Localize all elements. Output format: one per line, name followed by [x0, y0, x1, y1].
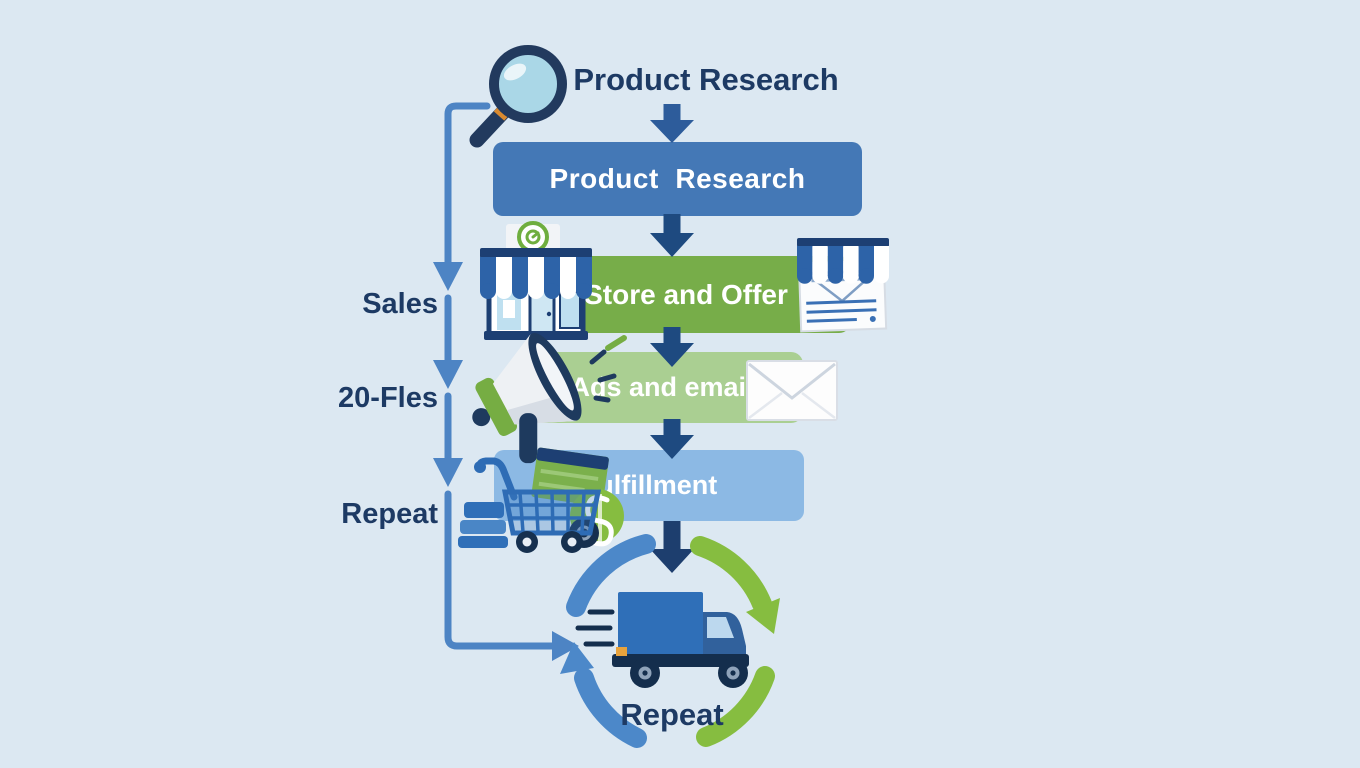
side-label-repeat: Repeat — [341, 498, 438, 530]
side-label-20-fles: 20-Fles — [338, 382, 438, 414]
delivery-truck-icon — [575, 592, 749, 688]
page-title: Product Research — [573, 62, 839, 97]
arrow-down-icon — [650, 104, 694, 143]
arrow-down-icon — [650, 521, 694, 573]
step-fulfillment[interactable]: Fulfillment — [494, 450, 804, 521]
arrow-down-icon — [650, 214, 694, 257]
step-ads-and-email[interactable]: Ads and email — [521, 352, 803, 423]
side-label-sales: Sales — [362, 288, 438, 320]
step-store-and-offer[interactable]: Store and Offer — [521, 256, 851, 333]
magnifier-icon — [469, 45, 567, 148]
cycle-label-repeat: Repeat — [620, 697, 724, 732]
step-product-research[interactable]: Product Research — [493, 142, 862, 216]
